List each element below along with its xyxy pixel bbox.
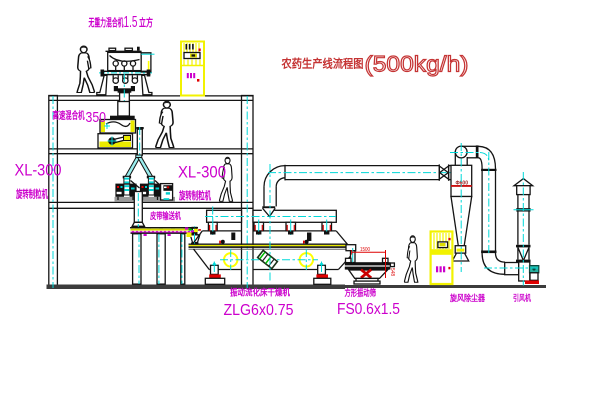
svg-text:旋转制粒机: 旋转制粒机 [15,188,48,201]
svg-text:农药生产线流程图: 农药生产线流程图 [281,57,364,71]
svg-text:Φ600: Φ600 [456,181,469,187]
svg-text:无重力混合机: 无重力混合机 [88,16,124,29]
svg-text:XL-300: XL-300 [15,161,62,180]
svg-text:XL-300: XL-300 [178,163,226,182]
svg-text:548: 548 [389,268,395,276]
svg-text:旋转制粒机: 旋转制粒机 [178,189,211,202]
svg-text:方形振动筛: 方形振动筛 [345,287,377,298]
svg-text:旋风除尘器: 旋风除尘器 [449,293,485,303]
svg-text:1500: 1500 [360,247,370,253]
svg-text:振动流化床干燥机: 振动流化床干燥机 [230,287,290,298]
svg-text:皮带输送机: 皮带输送机 [149,210,181,221]
svg-text:立方: 立方 [139,16,153,29]
svg-text:350: 350 [86,109,107,126]
svg-text:1.5: 1.5 [124,14,138,31]
svg-text:ZLG6x0.75: ZLG6x0.75 [224,302,294,319]
svg-text:(500kg/h): (500kg/h) [365,52,469,77]
svg-text:高速混合机: 高速混合机 [53,109,85,122]
svg-text:引风机: 引风机 [513,293,531,303]
svg-text:FS0.6x1.5: FS0.6x1.5 [337,301,400,318]
